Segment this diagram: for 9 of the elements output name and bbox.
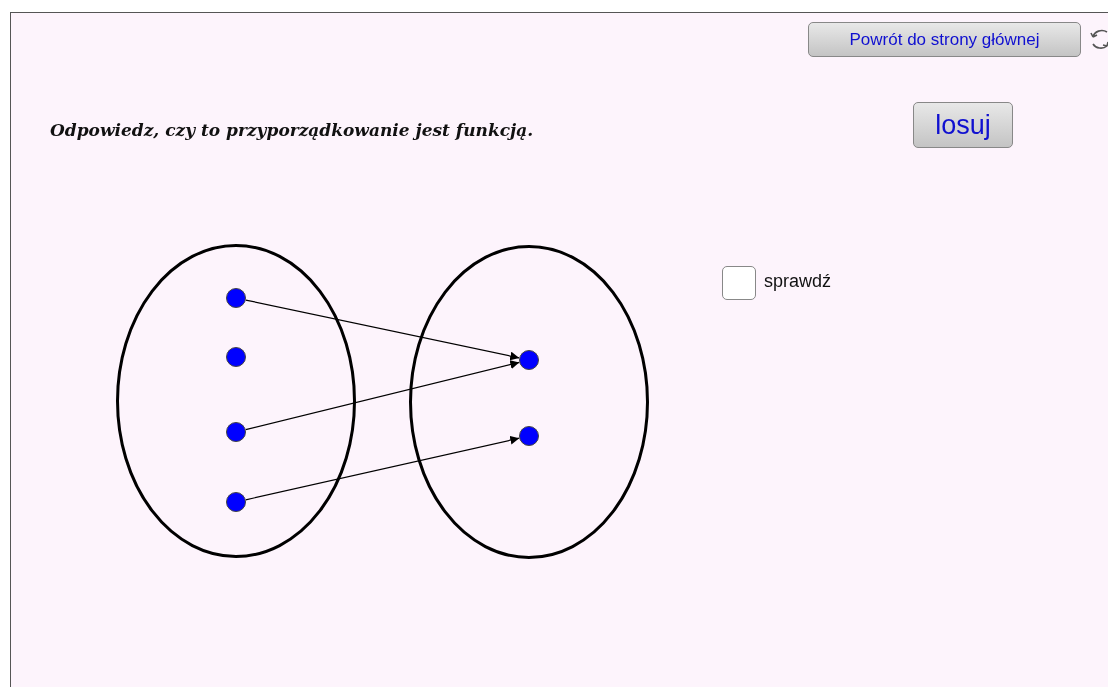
- home-button: Powrót do strony głównej: [808, 22, 1081, 57]
- arrow: [245, 435, 520, 501]
- arrow: [245, 360, 520, 431]
- set-ellipse: [409, 245, 649, 559]
- arrow: [245, 299, 520, 361]
- question-text: Odpowiedz, czy to przyporządkowanie jest funkcją.: [50, 120, 534, 140]
- checkbox-label: sprawdź: [764, 271, 832, 292]
- set-ellipse: [116, 244, 356, 558]
- draw-button: losuj: [913, 102, 1013, 148]
